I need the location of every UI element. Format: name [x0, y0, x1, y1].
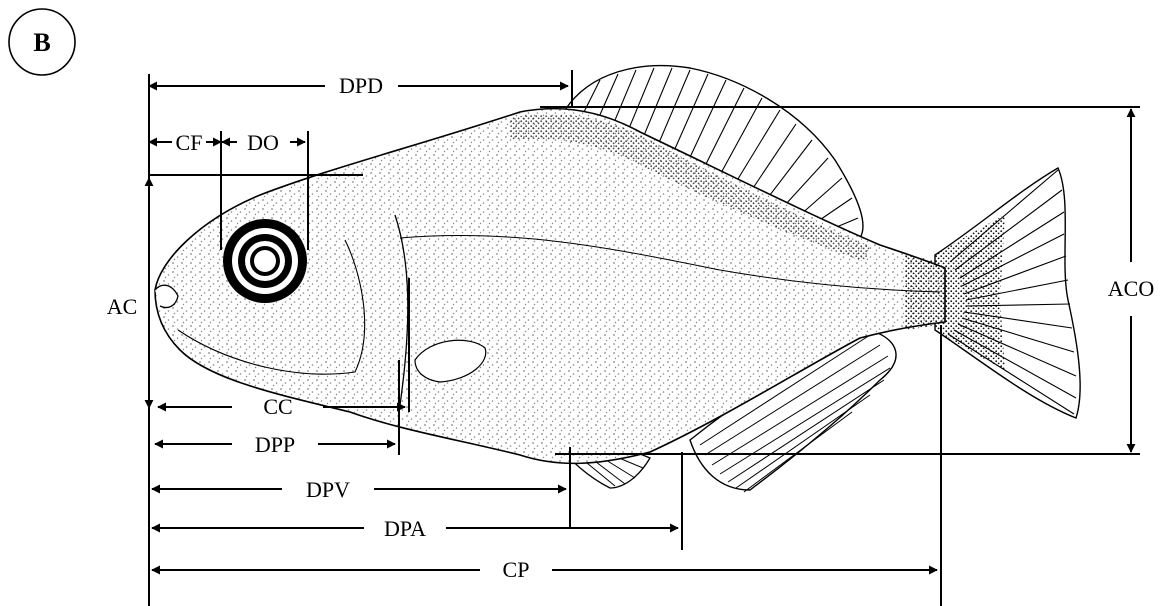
label-do: DO: [247, 130, 279, 155]
label-dpd: DPD: [339, 73, 383, 98]
label-dpv: DPV: [306, 477, 350, 502]
caudal-fin: [935, 168, 1080, 418]
eye: [223, 219, 307, 303]
panel-label-text: B: [33, 28, 50, 57]
label-cc: CC: [263, 394, 292, 419]
label-dpp: DPP: [255, 432, 295, 457]
label-aco: ACO: [1108, 276, 1154, 301]
label-dpa: DPA: [384, 516, 426, 541]
peduncle-spot: [905, 255, 950, 330]
label-cf: CF: [176, 130, 203, 155]
label-ac: AC: [107, 294, 138, 319]
panel-label: B: [9, 9, 75, 75]
label-cp: CP: [503, 557, 530, 582]
